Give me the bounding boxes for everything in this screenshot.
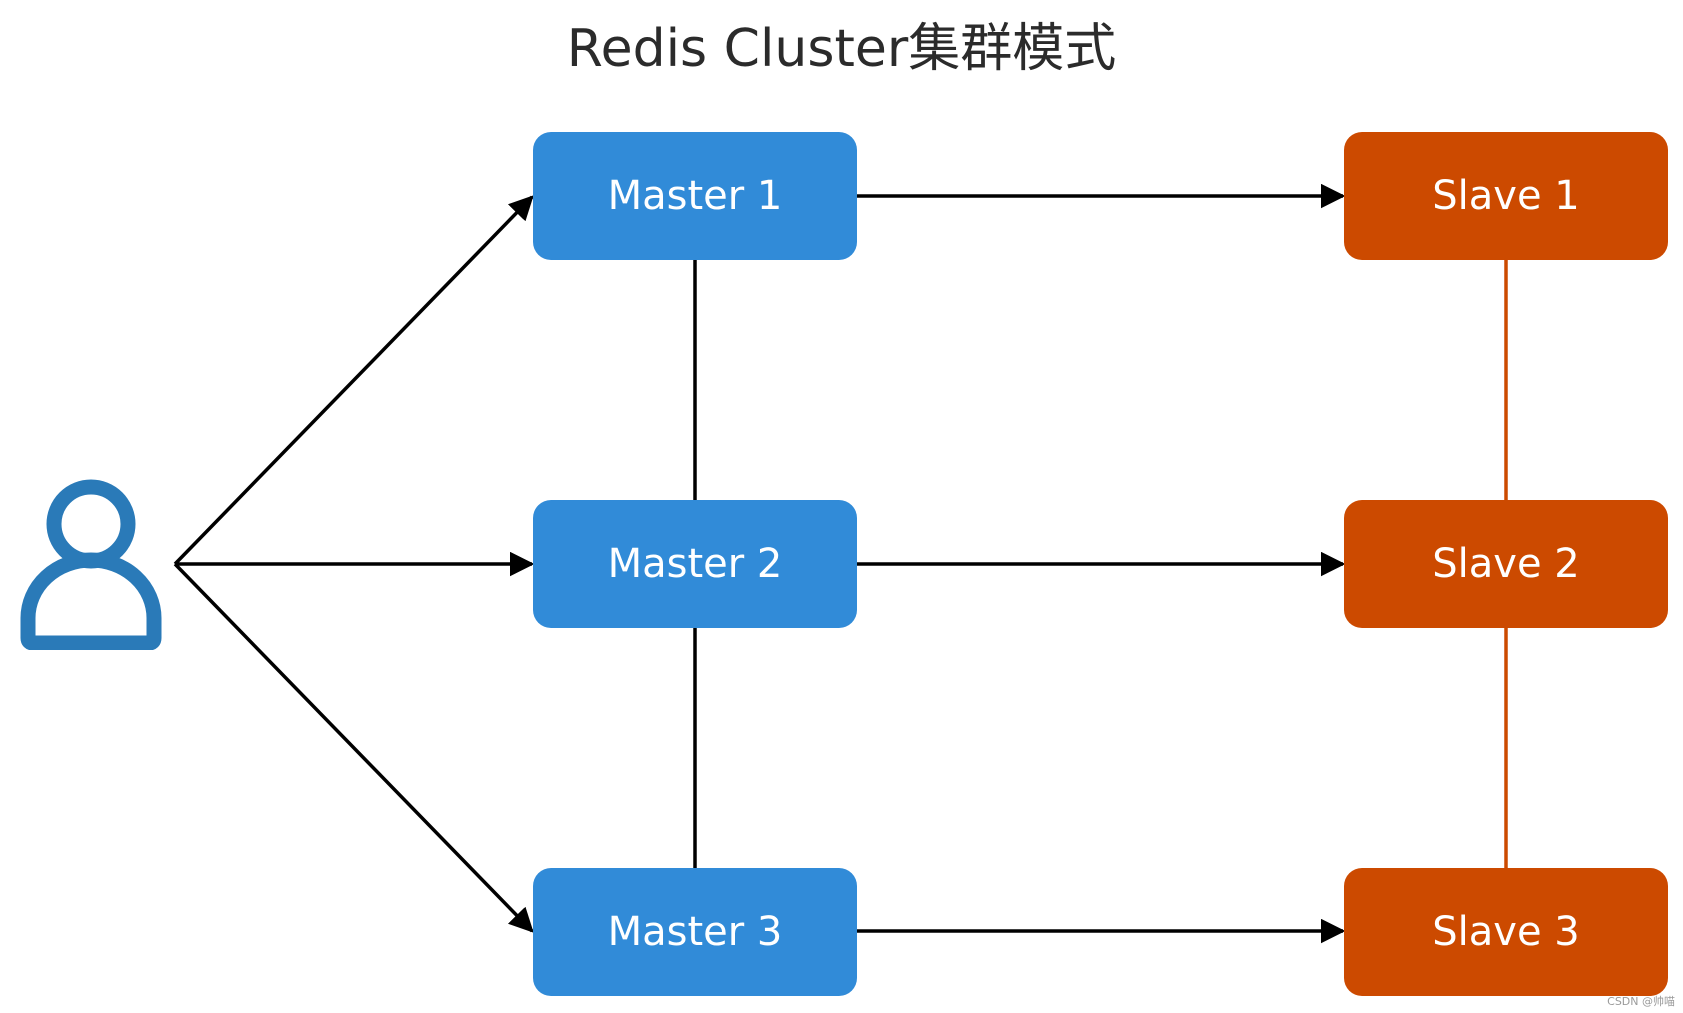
master-3-node: Master 3 <box>533 868 857 996</box>
slave-3-node: Slave 3 <box>1344 868 1668 996</box>
slave-1-label: Slave 1 <box>1432 173 1580 219</box>
edge-user-master-3 <box>173 562 534 933</box>
master-1-label: Master 1 <box>607 173 783 219</box>
slave-1-node: Slave 1 <box>1344 132 1668 260</box>
slave-3-label: Slave 3 <box>1432 909 1580 955</box>
diagram-title: Redis Cluster集群模式 <box>566 19 1117 79</box>
master-2-label: Master 2 <box>607 541 783 587</box>
master-1-node: Master 1 <box>533 132 857 260</box>
user-icon <box>20 479 162 650</box>
slave-2-label: Slave 2 <box>1432 541 1580 587</box>
edge-user-master-1 <box>173 195 534 566</box>
master-3-label: Master 3 <box>607 909 783 955</box>
watermark: CSDN @帅喵 <box>1607 995 1675 1008</box>
master-2-node: Master 2 <box>533 500 857 628</box>
slave-2-node: Slave 2 <box>1344 500 1668 628</box>
